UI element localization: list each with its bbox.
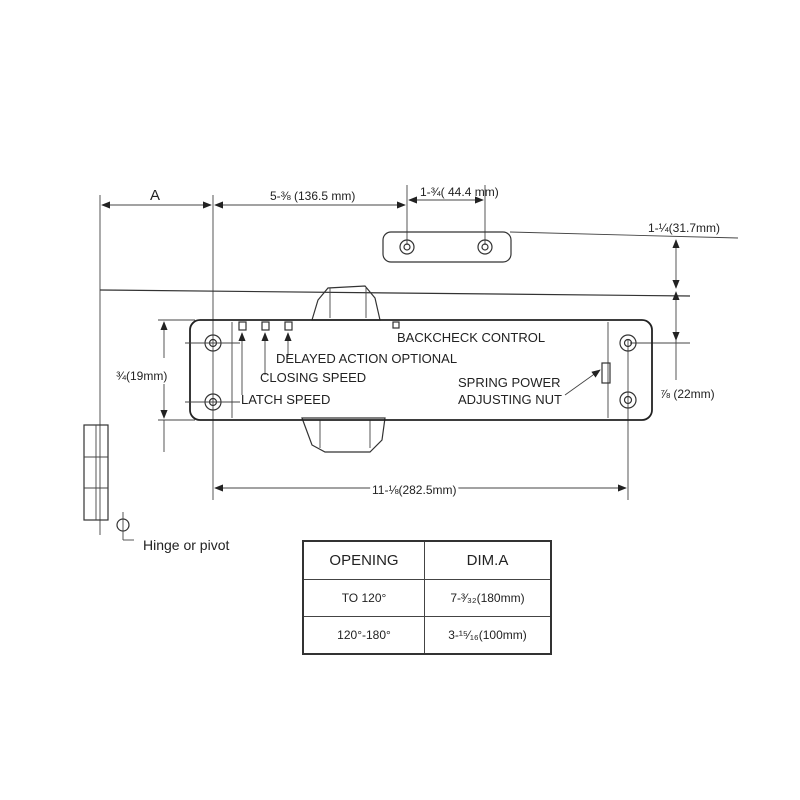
label-spring-power: SPRING POWER [458,375,561,390]
label-closing-speed: CLOSING SPEED [260,370,366,385]
label-latch-speed: LATCH SPEED [241,392,330,407]
bracket-hole-left [399,239,415,255]
table-header-dim-a: DIM.A [424,540,552,580]
table-header-row: OPENING DIM.A [302,540,552,580]
label-delayed-action: DELAYED ACTION OPTIONAL [276,351,457,366]
table-row: 120°-180° 3-¹⁵⁄₁₆(100mm) [302,616,552,655]
valve-delayed-action [284,321,293,331]
mount-hole-bottom-right [619,391,637,409]
dim-bracket-label: 1-¾( 44.4 mm) [420,185,499,199]
label-backcheck-control: BACKCHECK CONTROL [397,330,545,345]
dim-length-top-label: 5-⅜ (136.5 mm) [270,189,355,203]
door-frame-line [99,289,691,297]
table-cell-dim-a: 3-¹⁵⁄₁₆(100mm) [424,616,552,655]
label-adjusting-nut: ADJUSTING NUT [458,392,562,407]
valve-latch-speed [238,321,247,331]
dim-vertical-offset-label: 1-¼(31.7mm) [648,221,720,235]
table-cell-opening: TO 120° [302,579,425,617]
pinion-housing-top [311,285,381,321]
dim-a-label: A [150,187,160,204]
table-cell-opening: 120°-180° [302,616,425,655]
table-row: TO 120° 7-³⁄₃₂(180mm) [302,579,552,617]
mount-hole-top-right [619,334,637,352]
dim-hole-offset-label: ⅞ (22mm) [660,387,715,401]
pinion-housing-bottom [301,417,386,453]
valve-backcheck [392,321,400,329]
closer-body [189,319,653,421]
table-cell-dim-a: 7-³⁄₃₂(180mm) [424,579,552,617]
table-header-opening: OPENING [302,540,425,580]
dim-body-height-label: ¾(19mm) [116,369,167,383]
bracket-reference-line [509,231,739,239]
valve-closing-speed [261,321,270,331]
spring-power-nut [601,362,611,384]
label-hinge-or-pivot: Hinge or pivot [143,537,229,553]
arm-bracket [382,231,512,263]
bracket-hole-right [477,239,493,255]
dim-overall-length-label: 11-⅛(282.5mm) [372,483,456,497]
opening-dimension-table: OPENING DIM.A TO 120° 7-³⁄₃₂(180mm) 120°… [302,540,552,655]
